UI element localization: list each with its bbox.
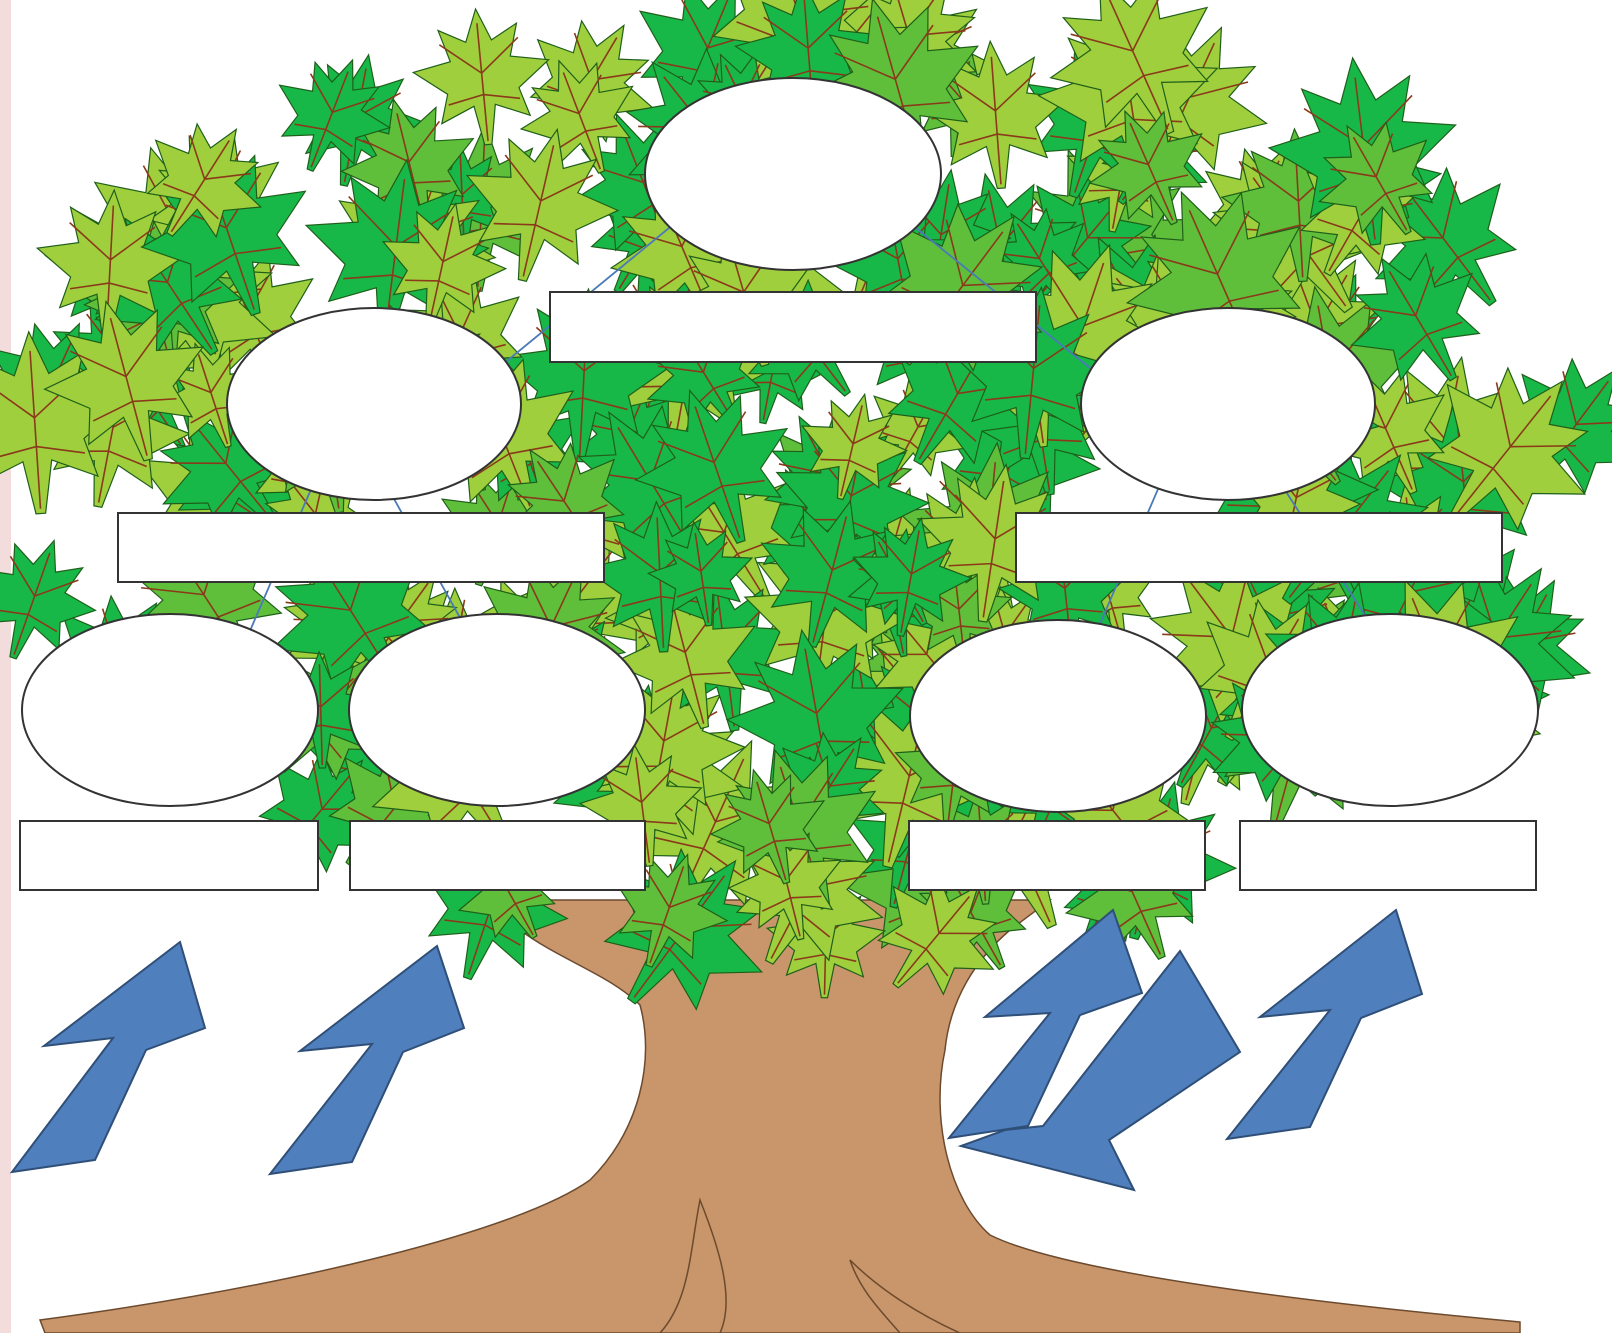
name-box[interactable] — [350, 821, 645, 890]
photo-circle[interactable] — [227, 308, 521, 500]
block-arrow-up-right — [270, 946, 464, 1174]
person-node — [349, 614, 645, 890]
name-box[interactable] — [909, 821, 1205, 890]
name-box[interactable] — [118, 513, 604, 582]
photo-circle[interactable] — [1242, 614, 1538, 806]
name-box[interactable] — [550, 292, 1036, 362]
name-box[interactable] — [1016, 513, 1502, 582]
person-node — [909, 620, 1206, 890]
photo-circle[interactable] — [22, 614, 318, 806]
photo-circle[interactable] — [910, 620, 1206, 812]
photo-circle[interactable] — [1081, 308, 1375, 500]
name-box[interactable] — [1240, 821, 1536, 890]
person-node — [20, 614, 318, 890]
photo-circle[interactable] — [645, 78, 941, 270]
photo-circle[interactable] — [349, 614, 645, 806]
block-arrow-up-right — [12, 942, 205, 1172]
block-arrow-up-right — [1227, 910, 1422, 1139]
name-box[interactable] — [20, 821, 318, 890]
person-node — [1240, 614, 1538, 890]
